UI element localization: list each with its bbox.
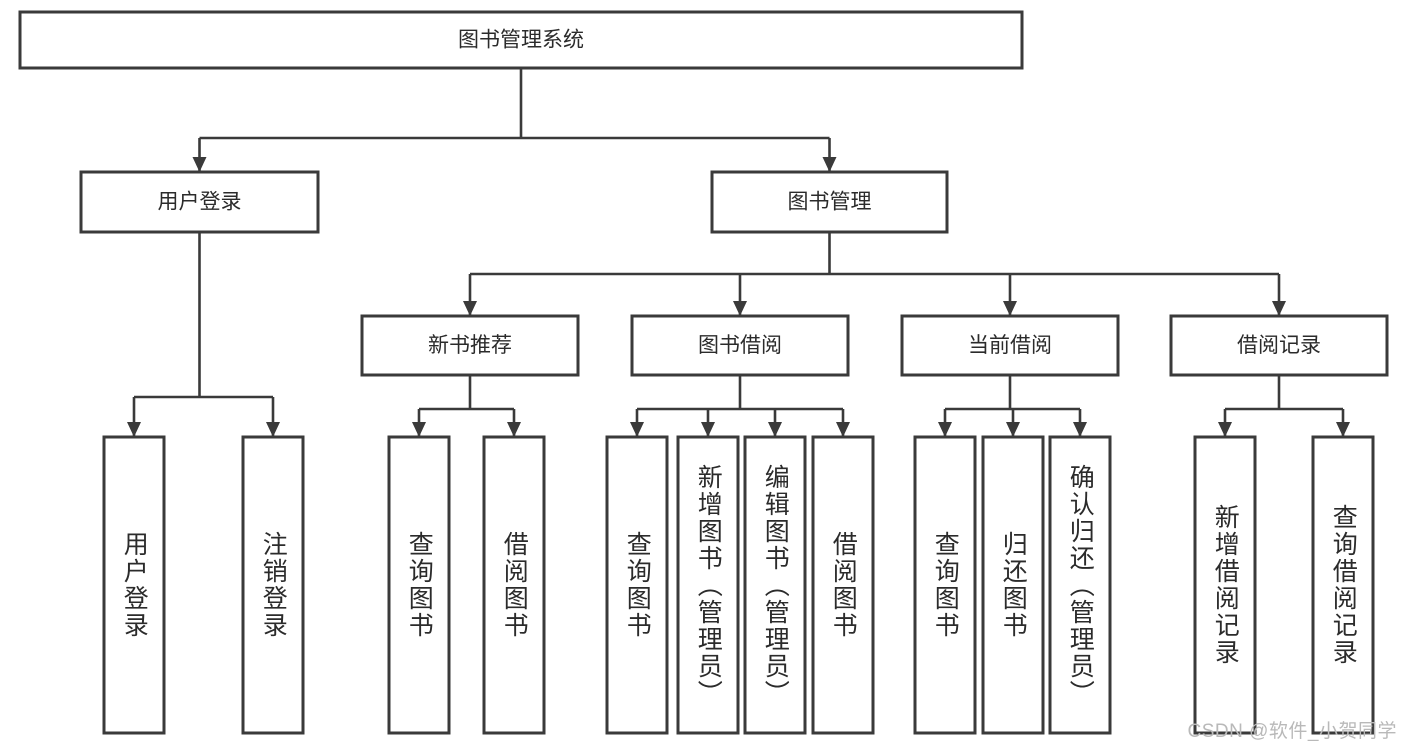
arrow-head-icon (1272, 301, 1286, 316)
arrow-head-icon (463, 301, 477, 316)
arrow-head-icon (1218, 422, 1232, 437)
node-leaf-add-record[interactable] (1193, 435, 1257, 735)
node-leaf-query-record[interactable] (1311, 435, 1375, 735)
arrow-head-icon (412, 422, 426, 437)
arrow-head-icon (701, 422, 715, 437)
watermark-text: CSDN @软件_小贺同学 (1187, 721, 1397, 742)
arrow-head-icon (768, 422, 782, 437)
node-leaf-borrow-book-2[interactable] (811, 435, 875, 735)
node-leaf-query-book-3[interactable] (913, 435, 977, 735)
arrow-head-icon (507, 422, 521, 437)
node-current-borrow[interactable] (900, 314, 1120, 377)
node-leaf-add-book[interactable] (676, 435, 740, 735)
arrow-head-icon (127, 422, 141, 437)
arrow-head-icon (1006, 422, 1020, 437)
node-leaf-query-book-2[interactable] (605, 435, 669, 735)
node-leaf-query-book-1[interactable] (387, 435, 451, 735)
node-leaf-logout[interactable] (241, 435, 305, 735)
node-book-manage-label: 图书管理 (788, 191, 872, 214)
node-leaf-borrow-book-1[interactable] (482, 435, 546, 735)
arrow-head-icon (192, 157, 207, 172)
node-new-book-rec-label: 新书推荐 (428, 334, 512, 357)
arrow-head-icon (630, 422, 644, 437)
node-leaf-edit-book[interactable] (743, 435, 807, 735)
node-root[interactable] (18, 10, 1024, 70)
node-new-book-rec[interactable] (360, 314, 580, 377)
arrow-head-icon (1073, 422, 1087, 437)
node-book-manage[interactable] (710, 170, 949, 234)
edges-layer (127, 68, 1350, 437)
arrow-head-icon (1336, 422, 1350, 437)
node-root-label: 图书管理系统 (458, 29, 584, 52)
node-current-borrow-label: 当前借阅 (968, 334, 1052, 357)
node-leaf-user-login[interactable] (102, 435, 166, 735)
arrow-head-icon (822, 157, 837, 172)
node-borrow-record[interactable] (1169, 314, 1389, 377)
node-book-borrow[interactable] (630, 314, 850, 377)
node-leaf-confirm-return[interactable] (1048, 435, 1112, 735)
arrow-head-icon (266, 422, 280, 437)
arrow-head-icon (938, 422, 952, 437)
node-leaf-return-book[interactable] (981, 435, 1045, 735)
node-user-login[interactable] (79, 170, 320, 234)
arrow-head-icon (836, 422, 850, 437)
arrow-head-icon (1003, 301, 1017, 316)
arrow-head-icon (733, 301, 747, 316)
node-borrow-record-label: 借阅记录 (1237, 334, 1321, 357)
node-user-login-label: 用户登录 (158, 191, 242, 214)
node-book-borrow-label: 图书借阅 (698, 334, 782, 357)
